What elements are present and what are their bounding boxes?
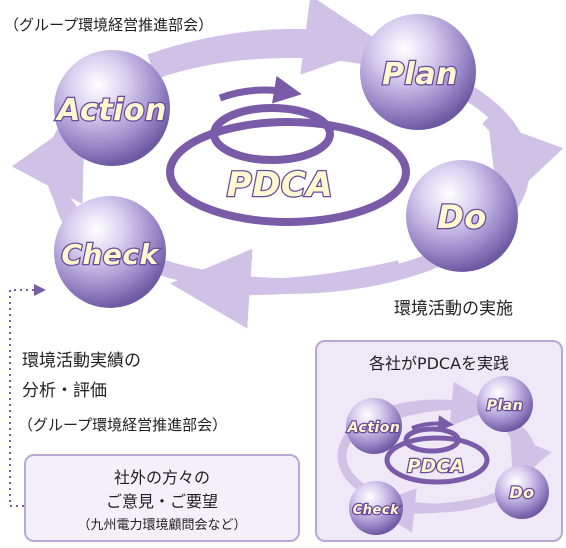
inner-spiral (166, 118, 410, 226)
outside-line2: ご意見・ご要望 (105, 492, 218, 511)
action-sphere (54, 50, 170, 166)
check-sphere (54, 196, 166, 308)
do-sphere (406, 160, 518, 272)
arrow-check-to-action (11, 114, 85, 224)
outside-line3: （九州電力環境顧問会など） (77, 518, 247, 533)
mini-action-label: Action (347, 420, 401, 436)
outside-line1: 社外の方々の (113, 468, 210, 487)
mini-plan-label: Plan (487, 398, 523, 414)
do-caption: 環境活動の実施 (394, 299, 513, 319)
do-label: Do (437, 198, 487, 236)
mini-check-label: Check (353, 503, 400, 518)
outside-opinions-box: 社外の方々の ご意見・ご要望 （九州電力環境顧問会など） (24, 454, 300, 542)
arrow-plan-to-do (482, 112, 564, 210)
mini-do-label: Do (509, 483, 534, 502)
check-label: Check (61, 238, 160, 271)
evaluation-line1: 環境活動実績の (22, 351, 141, 371)
evaluation-line2: 分析・評価 (22, 381, 107, 401)
cycle-center-label: PDCA (227, 165, 333, 205)
plan-label: Plan (382, 57, 458, 92)
evaluation-line3: （グループ環境経営推進部会） (18, 416, 228, 434)
action-label: Action (55, 93, 167, 128)
arrow-do-to-check (170, 248, 402, 329)
each-company-title: 各社がPDCAを実践 (368, 354, 510, 373)
mini-pdca-diagram: PDCA Action Plan Do Check (337, 376, 552, 535)
arrow-action-to-plan (147, 0, 385, 75)
mini-center-label: PDCA (407, 456, 464, 477)
dotted-connector (9, 284, 46, 507)
top-caption: （グループ環境経営推進部会） (4, 16, 214, 34)
plan-sphere (360, 14, 476, 130)
